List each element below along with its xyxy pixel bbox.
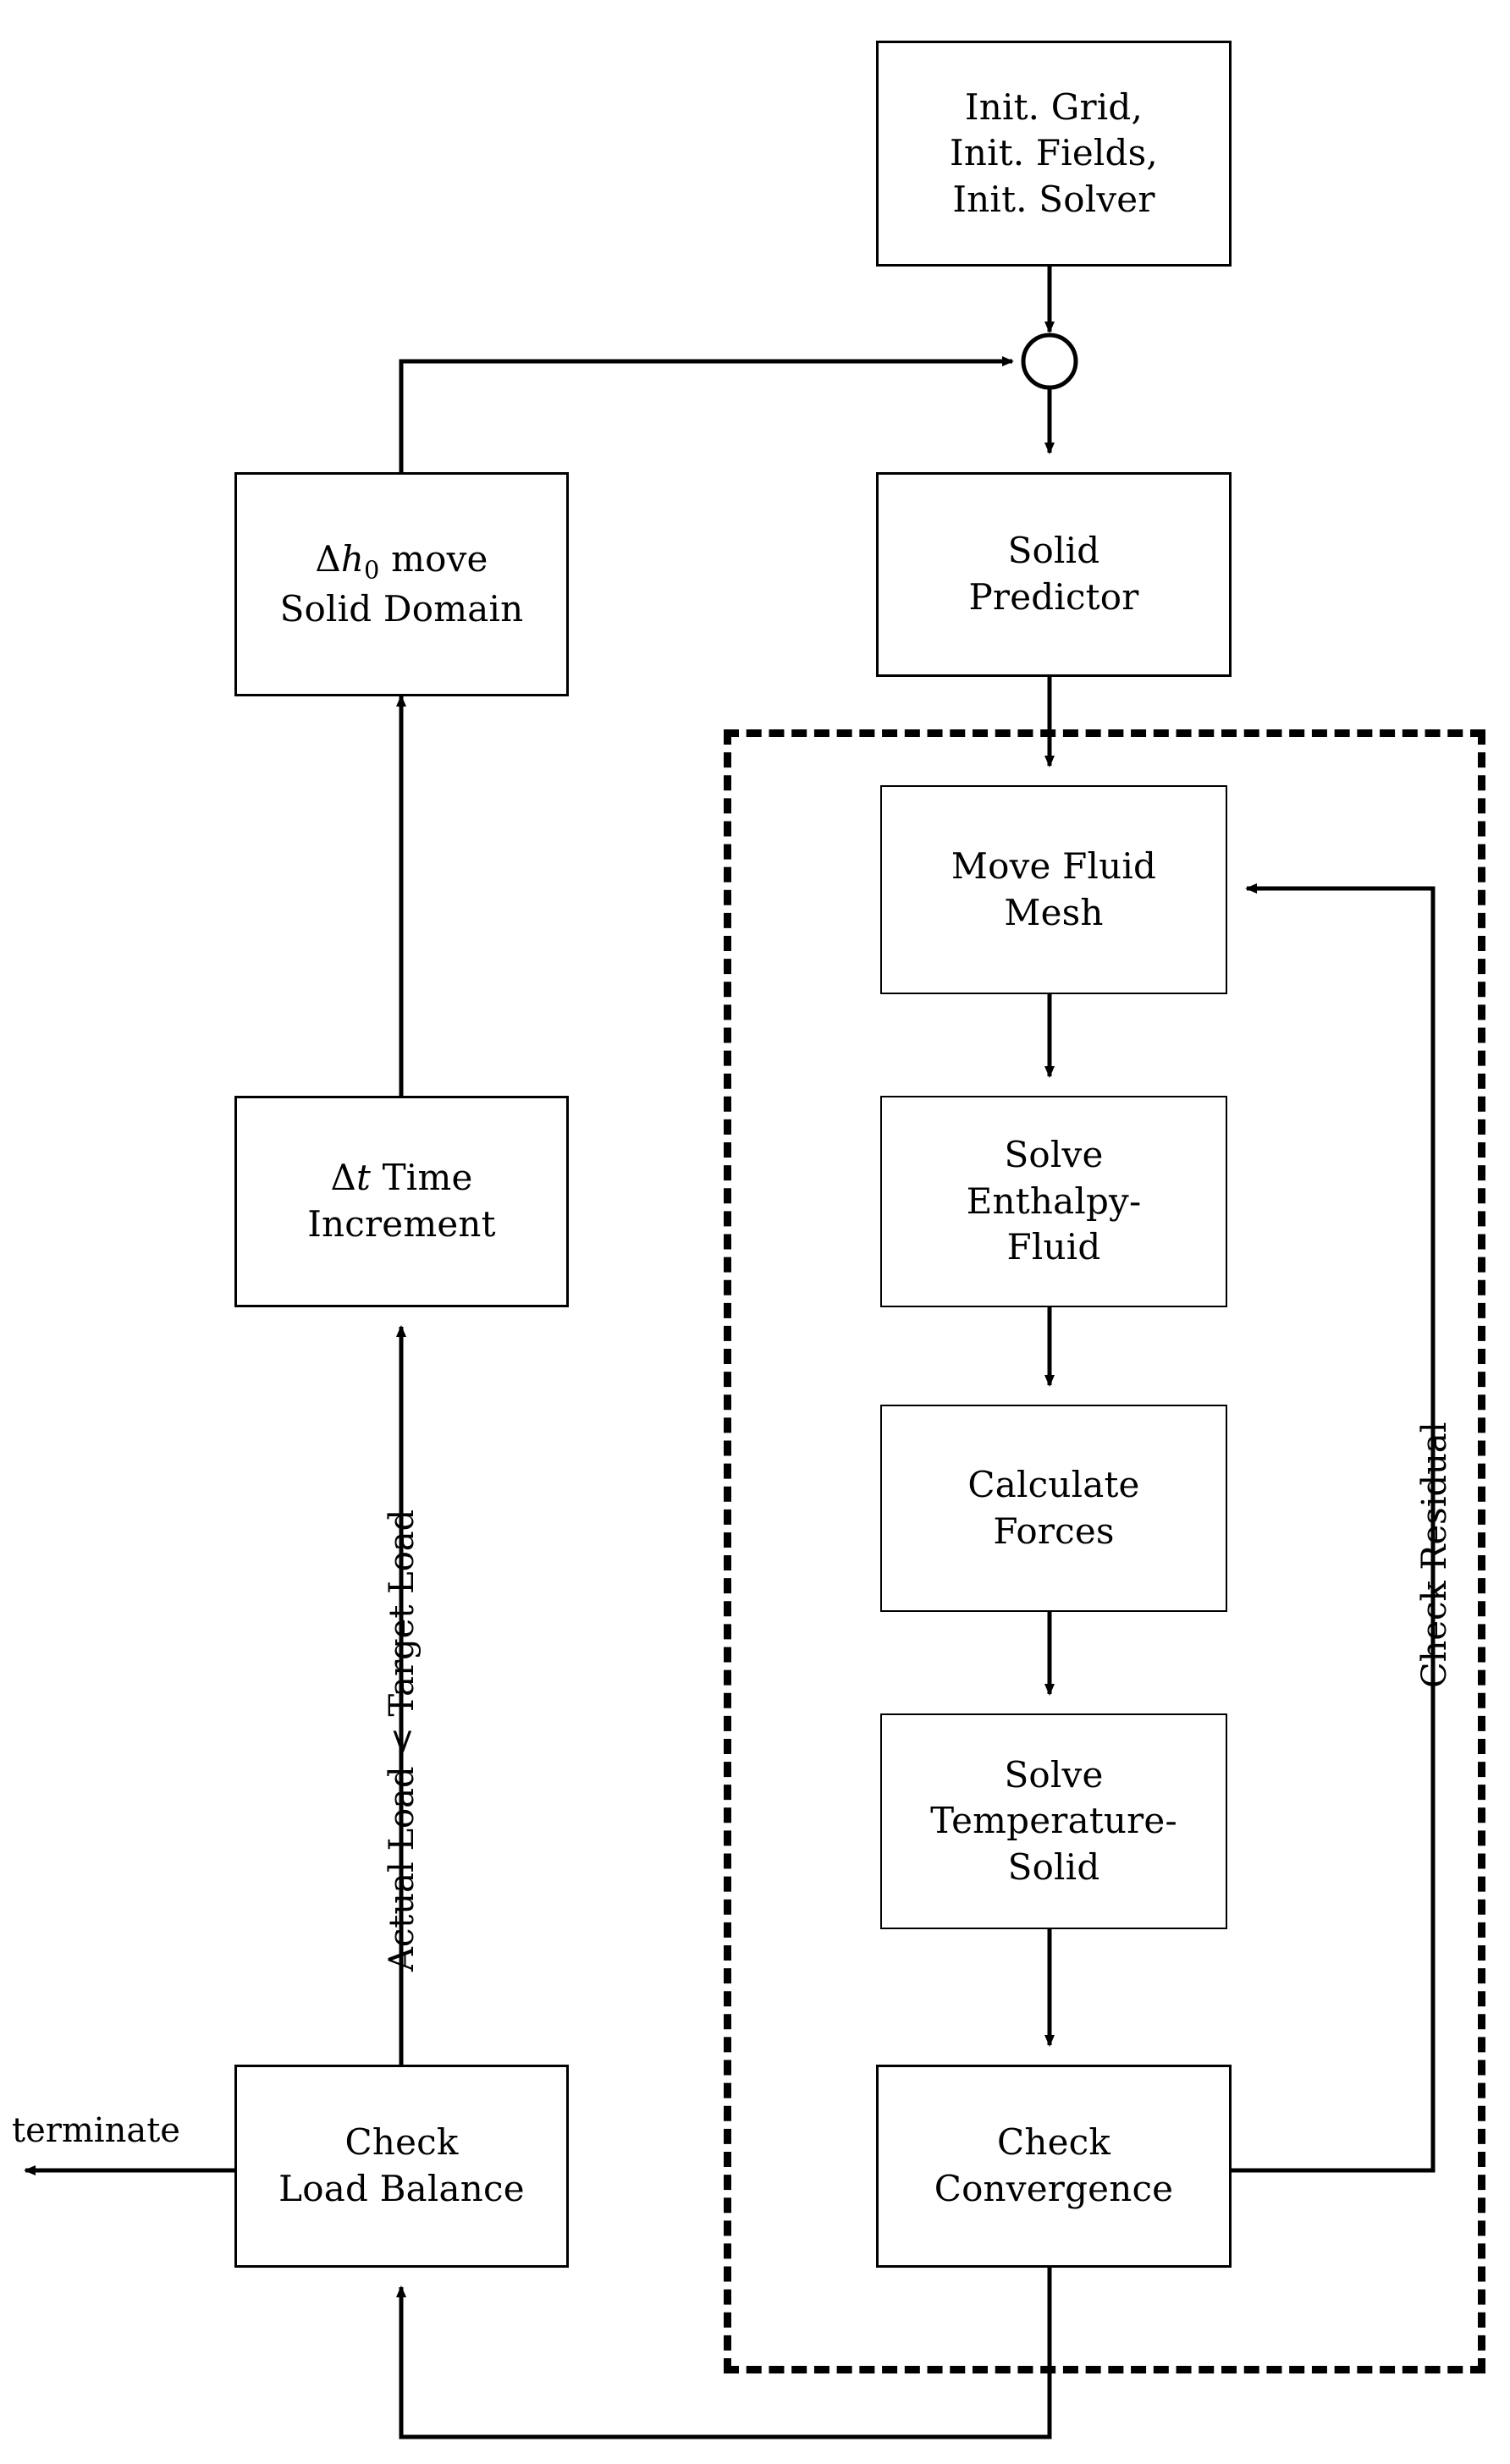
load-balance-line-1: Check bbox=[344, 2121, 459, 2164]
load-balance-line-2: Load Balance bbox=[278, 2168, 525, 2209]
init-line-1: Init. Grid, bbox=[964, 85, 1144, 128]
enthalpy-line-3: Fluid bbox=[1006, 1226, 1101, 1268]
dh-delta-symbol: Δ bbox=[315, 537, 341, 580]
solid-predictor-line-2: Predictor bbox=[968, 576, 1139, 618]
move-mesh-line-1: Move Fluid bbox=[951, 844, 1157, 887]
dh-rest: move bbox=[379, 537, 488, 580]
move-mesh-line-2: Mesh bbox=[1004, 891, 1104, 933]
convergence-line-2: Convergence bbox=[934, 2168, 1174, 2209]
edge-check-residual-loop bbox=[1227, 883, 1436, 2173]
forces-line-1: Calculate bbox=[967, 1463, 1140, 1505]
edge-label-check-residual: Check Residual bbox=[1415, 1422, 1454, 1688]
temperature-line-2: Temperature- bbox=[930, 1800, 1177, 1842]
junction-circle bbox=[1021, 333, 1078, 390]
dh-line-2: Solid Domain bbox=[279, 587, 524, 630]
edge-dhmove-to-junction bbox=[399, 356, 1014, 472]
dt-line-2: Increment bbox=[307, 1203, 496, 1245]
init-line-3: Init. Solver bbox=[952, 178, 1155, 220]
dh-variable: h bbox=[340, 537, 365, 580]
dt-variable: t bbox=[355, 1157, 372, 1199]
forces-line-2: Forces bbox=[993, 1510, 1115, 1552]
dh-subscript: 0 bbox=[364, 555, 380, 585]
node-init-label: Init. Grid,Init. Fields,Init. Solver bbox=[945, 85, 1163, 223]
edge-convergence-to-load-balance bbox=[396, 2268, 1052, 2439]
node-init[interactable]: Init. Grid,Init. Fields,Init. Solver bbox=[876, 41, 1232, 267]
solid-predictor-line-1: Solid bbox=[1007, 530, 1100, 572]
edge-label-actual-load-target-load: Actual Load < Target Load bbox=[383, 1509, 422, 1972]
edge-label-terminate: terminate bbox=[12, 2111, 180, 2150]
dt-delta-symbol: Δ bbox=[330, 1157, 356, 1199]
temperature-line-1: Solve bbox=[1004, 1753, 1104, 1796]
convergence-line-1: Check bbox=[996, 2121, 1110, 2164]
temperature-line-3: Solid bbox=[1007, 1845, 1100, 1888]
init-line-2: Init. Fields, bbox=[950, 132, 1158, 174]
dt-rest: Time bbox=[371, 1157, 473, 1199]
enthalpy-line-2: Enthalpy- bbox=[966, 1180, 1142, 1222]
enthalpy-line-1: Solve bbox=[1004, 1134, 1104, 1176]
